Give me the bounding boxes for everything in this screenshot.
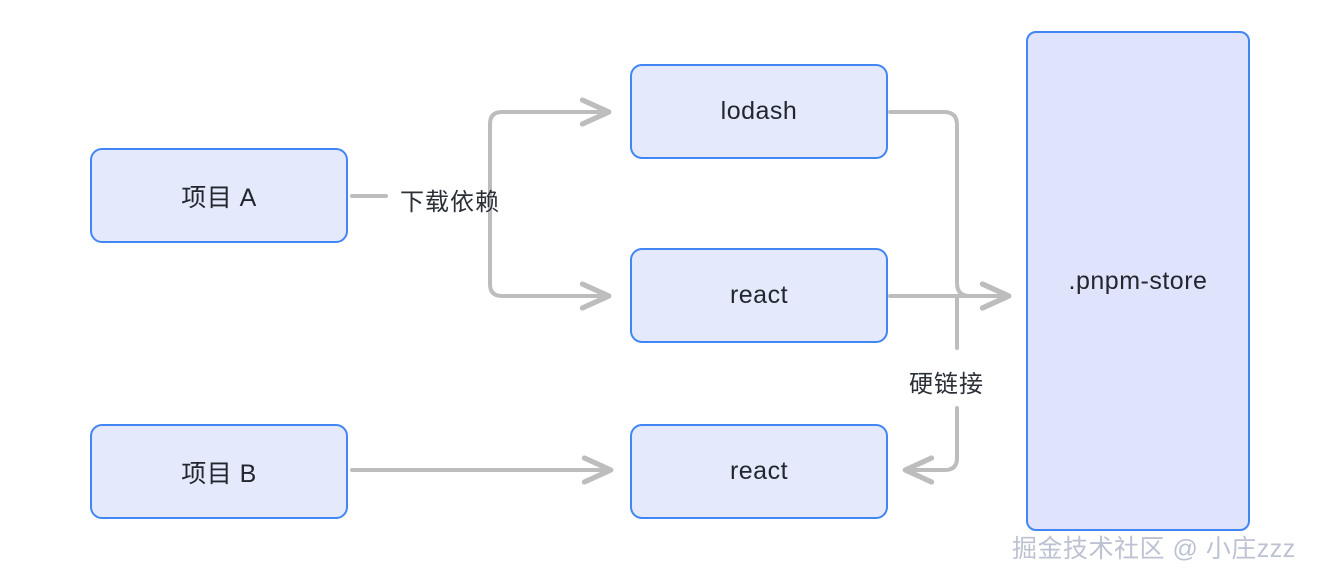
node-pnpm-store-label: .pnpm-store xyxy=(1068,266,1208,295)
edge-branch-down xyxy=(488,194,612,311)
node-lodash-label: lodash xyxy=(720,97,798,125)
edge-label-download-text: 下载依赖 xyxy=(400,189,500,216)
node-pnpm-store[interactable]: .pnpm-store xyxy=(1026,31,1250,531)
node-react-lower-label: react xyxy=(729,457,789,485)
node-project-a[interactable]: 项目 A xyxy=(90,148,348,243)
node-lodash[interactable]: lodash xyxy=(630,64,888,159)
edge-label-hardlink: 硬链接 xyxy=(909,364,984,399)
watermark-text: 掘金技术社区 @ 小庄zzz xyxy=(1012,535,1296,563)
edge-label-download: 下载依赖 xyxy=(400,182,500,217)
edge-hardlink-bottom xyxy=(902,406,959,485)
edge-label-hardlink-text: 硬链接 xyxy=(909,371,984,398)
node-project-b-label: 项目 B xyxy=(181,459,257,488)
edge-branch-up xyxy=(488,97,612,198)
node-react-lower[interactable]: react xyxy=(630,424,888,519)
node-project-a-label: 项目 A xyxy=(181,183,257,212)
node-react-upper[interactable]: react xyxy=(630,248,888,343)
node-project-b[interactable]: 项目 B xyxy=(90,424,348,519)
watermark: 掘金技术社区 @ 小庄zzz xyxy=(1012,529,1296,565)
edge-lodash-to-store xyxy=(888,110,1012,311)
node-react-upper-label: react xyxy=(729,281,789,309)
